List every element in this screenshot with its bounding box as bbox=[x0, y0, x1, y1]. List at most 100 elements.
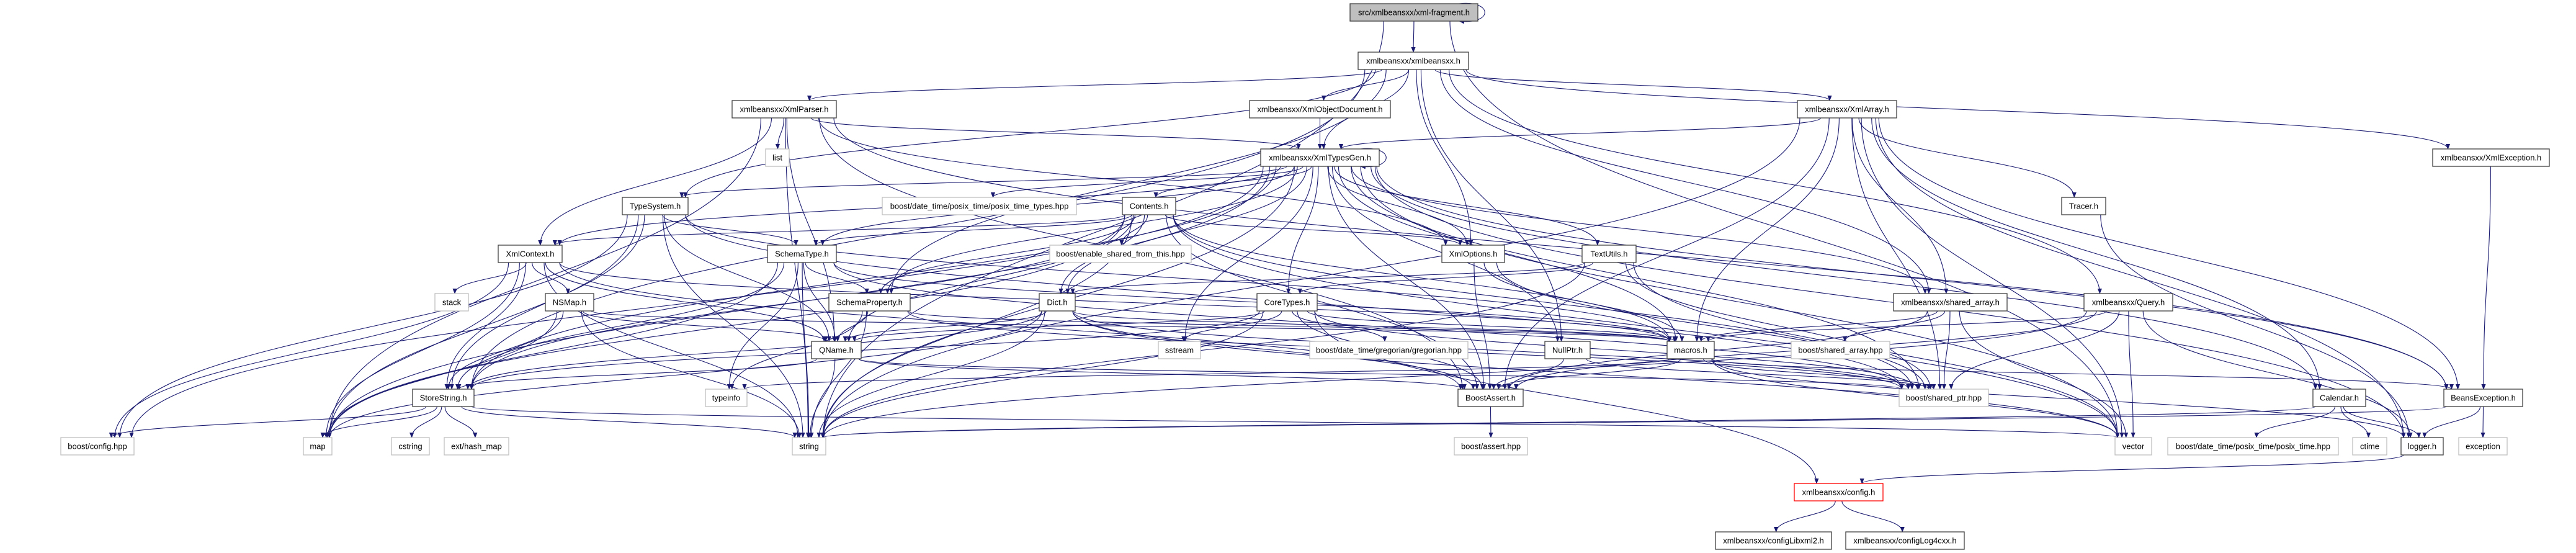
node-XmlContext[interactable]: XmlContext.h bbox=[498, 245, 563, 263]
node-ctime[interactable]: ctime bbox=[2352, 437, 2387, 456]
node-cstring[interactable]: cstring bbox=[391, 437, 430, 456]
node-CoreTypes[interactable]: CoreTypes.h bbox=[1256, 293, 1318, 312]
node-box bbox=[792, 437, 826, 456]
node-posix_time_types[interactable]: boost/date_time/posix_time/posix_time_ty… bbox=[882, 197, 1077, 215]
node-hash_map[interactable]: ext/hash_map bbox=[444, 437, 509, 456]
edge-shared_array_h-to-shared_ptr bbox=[1941, 310, 1951, 390]
edge-SchemaProperty-to-string bbox=[809, 310, 867, 438]
edge-CoreTypes-to-sstream bbox=[1181, 310, 1282, 342]
node-box bbox=[2458, 437, 2508, 456]
node-stack[interactable]: stack bbox=[434, 293, 469, 312]
edge-NSMap-to-map bbox=[325, 310, 558, 438]
node-Calendar[interactable]: Calendar.h bbox=[2312, 389, 2366, 407]
node-label: boost/date_time/gregorian/gregorian.hpp bbox=[1316, 346, 1462, 355]
node-XmlException[interactable]: xmlbeansxx/XmlException.h bbox=[2432, 148, 2550, 167]
node-TypeSystem[interactable]: TypeSystem.h bbox=[622, 197, 689, 215]
node-box bbox=[1309, 341, 1469, 359]
edge-config-to-libxml2 bbox=[1774, 500, 1836, 533]
node-label: logger.h bbox=[2408, 442, 2436, 451]
edge-macros-to-BoostAssert bbox=[1496, 358, 1681, 390]
node-label: QName.h bbox=[819, 346, 854, 355]
node-XmlArray[interactable]: xmlbeansxx/XmlArray.h bbox=[1797, 100, 1897, 119]
edge-XmlArray-to-BoostAssert bbox=[1502, 117, 1830, 390]
node-posix_time[interactable]: boost/date_time/posix_time/posix_time.hp… bbox=[2167, 437, 2339, 456]
node-typeinfo[interactable]: typeinfo bbox=[705, 389, 748, 407]
edge-XmlArray-to-shared_array_h bbox=[1851, 117, 1949, 294]
edge-XmlContext-to-boost_config bbox=[112, 262, 509, 438]
node-macros[interactable]: macros.h bbox=[1666, 341, 1715, 359]
node-box bbox=[1039, 293, 1076, 312]
edge-XmlOptions-to-macros bbox=[1483, 262, 1684, 342]
node-QName[interactable]: QName.h bbox=[811, 341, 862, 359]
edge-XmlTypesGen-to-SchemaProperty bbox=[885, 166, 1298, 294]
node-xmlbeansxx[interactable]: xmlbeansxx/xmlbeansxx.h bbox=[1357, 52, 1469, 70]
node-shared_ptr[interactable]: boost/shared_ptr.hpp bbox=[1898, 389, 1989, 407]
node-enable_shared[interactable]: boost/enable_shared_from_this.hpp bbox=[1049, 245, 1192, 263]
edge-shared_array_h-to-macros bbox=[1699, 310, 1938, 342]
edge-XmlContext-to-string bbox=[543, 262, 800, 438]
edge-NSMap-to-string bbox=[581, 310, 802, 438]
edge-NSMap-to-QName bbox=[582, 310, 828, 342]
node-boost_config[interactable]: boost/config.hpp bbox=[60, 437, 135, 456]
node-box bbox=[2432, 148, 2550, 167]
node-XmlTypesGen[interactable]: xmlbeansxx/XmlTypesGen.h bbox=[1260, 148, 1380, 167]
node-boost_assert[interactable]: boost/assert.hpp bbox=[1454, 437, 1528, 456]
node-box bbox=[2312, 389, 2366, 407]
node-gregorian[interactable]: boost/date_time/gregorian/gregorian.hpp bbox=[1309, 341, 1469, 359]
node-XmlOptions[interactable]: XmlOptions.h bbox=[1441, 245, 1505, 263]
node-shared_array_h[interactable]: xmlbeansxx/shared_array.h bbox=[1893, 293, 2008, 312]
node-config[interactable]: xmlbeansxx/config.h bbox=[1794, 483, 1884, 501]
edge-XmlParser-to-list bbox=[775, 117, 784, 150]
node-XmlParser[interactable]: xmlbeansxx/XmlParser.h bbox=[731, 100, 837, 119]
node-label: macros.h bbox=[1674, 346, 1707, 355]
node-log4cxx[interactable]: xmlbeansxx/configLog4cxx.h bbox=[1845, 531, 1965, 550]
node-box bbox=[434, 293, 469, 312]
node-TextUtils[interactable]: TextUtils.h bbox=[1581, 245, 1637, 263]
node-NSMap[interactable]: NSMap.h bbox=[545, 293, 594, 312]
node-logger[interactable]: logger.h bbox=[2400, 437, 2444, 456]
node-NullPtr[interactable]: NullPtr.h bbox=[1544, 341, 1591, 359]
node-box bbox=[2352, 437, 2387, 456]
node-shared_array_hpp[interactable]: boost/shared_array.hpp bbox=[1791, 341, 1890, 359]
edge-Query-to-logger bbox=[2142, 310, 2413, 438]
node-Tracer[interactable]: Tracer.h bbox=[2061, 197, 2106, 215]
edge-XmlTypesGen-to-Calendar bbox=[1371, 166, 2318, 390]
edge-TypeSystem-to-SchemaType bbox=[662, 214, 798, 246]
node-map[interactable]: map bbox=[303, 437, 333, 456]
node-box bbox=[811, 341, 862, 359]
node-box bbox=[1049, 245, 1192, 263]
edge-TypeSystem-to-boost_config bbox=[117, 214, 628, 438]
node-label: xmlbeansxx/configLibxml2.h bbox=[1723, 536, 1824, 546]
node-box bbox=[1349, 3, 1478, 22]
node-libxml2[interactable]: xmlbeansxx/configLibxml2.h bbox=[1715, 531, 1832, 550]
node-label: list bbox=[772, 153, 782, 163]
node-Dict[interactable]: Dict.h bbox=[1039, 293, 1076, 312]
node-string[interactable]: string bbox=[792, 437, 826, 456]
node-SchemaProperty[interactable]: SchemaProperty.h bbox=[828, 293, 911, 312]
node-list[interactable]: list bbox=[765, 148, 790, 167]
edge-Dict-to-shared_ptr bbox=[1072, 310, 1911, 390]
node-BeansException[interactable]: BeansException.h bbox=[2443, 389, 2523, 407]
node-label: boost/config.hpp bbox=[68, 442, 127, 451]
node-SchemaType[interactable]: SchemaType.h bbox=[767, 245, 837, 263]
node-sstream[interactable]: sstream bbox=[1158, 341, 1201, 359]
node-box bbox=[1457, 389, 1524, 407]
node-BoostAssert[interactable]: BoostAssert.h bbox=[1457, 389, 1524, 407]
node-Contents[interactable]: Contents.h bbox=[1122, 197, 1176, 215]
node-Query[interactable]: xmlbeansxx/Query.h bbox=[2083, 293, 2173, 312]
node-exception[interactable]: exception bbox=[2458, 437, 2508, 456]
edge-Calendar-to-posix_time bbox=[2254, 406, 2336, 438]
node-root[interactable]: src/xmlbeansxx/xml-fragment.h bbox=[1349, 3, 1478, 22]
edge-XmlArray-to-vector bbox=[1861, 117, 2124, 438]
edge-root-to-vector bbox=[1449, 20, 2120, 438]
edge-SchemaProperty-to-QName bbox=[835, 310, 869, 342]
node-vector[interactable]: vector bbox=[2114, 437, 2152, 456]
node-label: Contents.h bbox=[1130, 202, 1169, 211]
node-StoreString[interactable]: StoreString.h bbox=[412, 389, 475, 407]
node-XmlObjectDocument[interactable]: xmlbeansxx/XmlObjectDocument.h bbox=[1249, 100, 1391, 119]
edge-XmlArray-to-logger bbox=[1875, 117, 2406, 438]
node-box bbox=[2167, 437, 2339, 456]
node-box bbox=[2114, 437, 2152, 456]
edge-Dict-to-macros bbox=[1072, 310, 1672, 342]
edge-XmlParser-to-XmlContext bbox=[538, 117, 772, 246]
